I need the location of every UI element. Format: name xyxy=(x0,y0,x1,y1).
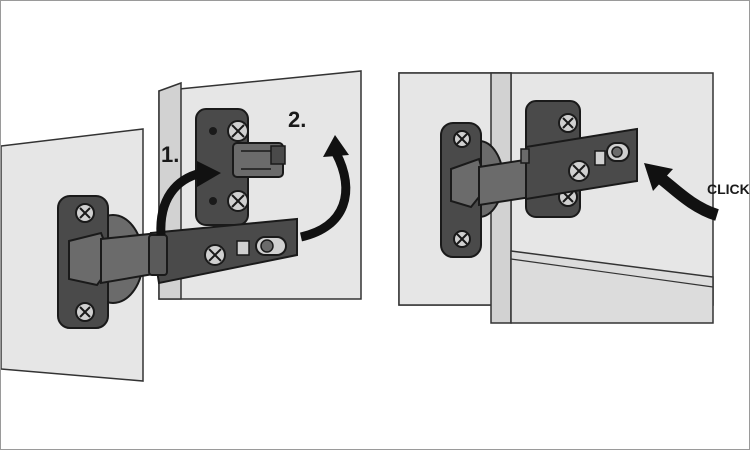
step-1-arrow xyxy=(156,161,221,236)
click-label: CLICK xyxy=(707,181,750,197)
step-2-label: 2. xyxy=(288,107,306,132)
cabinet-shelf xyxy=(510,250,714,324)
hinge-arm xyxy=(100,217,298,285)
left-illustration: 1. 2. xyxy=(1,70,362,382)
step-1-label: 1. xyxy=(161,142,179,167)
mounting-plate xyxy=(195,108,286,226)
step-2-arrow xyxy=(299,135,351,242)
click-arrow xyxy=(644,163,719,221)
hinge-arm-attached xyxy=(478,100,638,218)
right-illustration xyxy=(398,72,714,324)
